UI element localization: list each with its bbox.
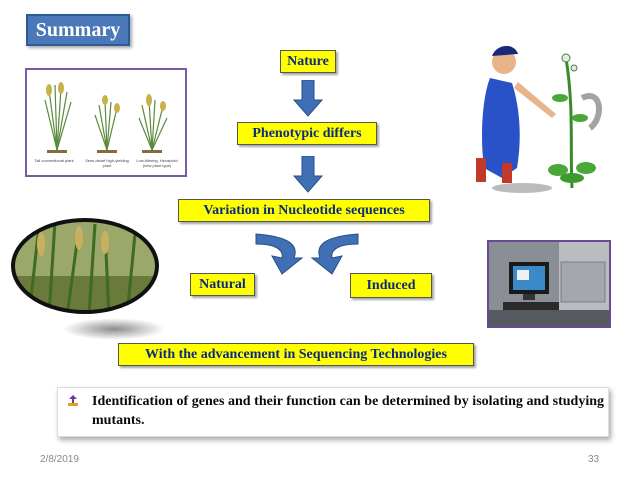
bullet-arrow-icon: [68, 395, 78, 406]
image-shadow: [62, 318, 166, 340]
scientist-plant-image: [476, 45, 603, 193]
slide-number: 33: [588, 454, 600, 465]
rice-plants-image: Tall conventional plant Semi-dwarf high-…: [25, 68, 187, 177]
grass-field-image: [11, 218, 159, 314]
natural-box: Natural: [190, 273, 255, 296]
induced-box: Induced: [350, 273, 432, 298]
down-arrow-icon: [292, 80, 324, 117]
slide-title: Summary: [26, 14, 130, 46]
nature-box: Nature: [280, 50, 336, 73]
plant-caption: Low-tillering, Hexaploid (new plant type…: [136, 158, 178, 168]
curved-arrow-right-icon: [310, 233, 359, 275]
curved-arrow-left-icon: [255, 233, 304, 275]
phenotypic-box: Phenotypic differs: [237, 122, 377, 145]
sequencer-lab-image: [487, 240, 611, 328]
plant-caption: Tall conventional plant: [34, 158, 74, 163]
sequencer-illustration: [489, 242, 609, 326]
advancement-box: With the advancement in Sequencing Techn…: [118, 343, 474, 366]
rice-plants-illustration: [27, 70, 185, 175]
plant-caption: Semi-dwarf high-yielding plant: [85, 158, 129, 168]
bullet-statement-box: [57, 387, 609, 437]
down-arrow-icon: [292, 156, 324, 193]
variation-box: Variation in Nucleotide sequences: [178, 199, 430, 222]
bullet-text: Identification of genes and their functi…: [92, 394, 604, 428]
slide-date: 2/8/2019: [40, 454, 79, 465]
